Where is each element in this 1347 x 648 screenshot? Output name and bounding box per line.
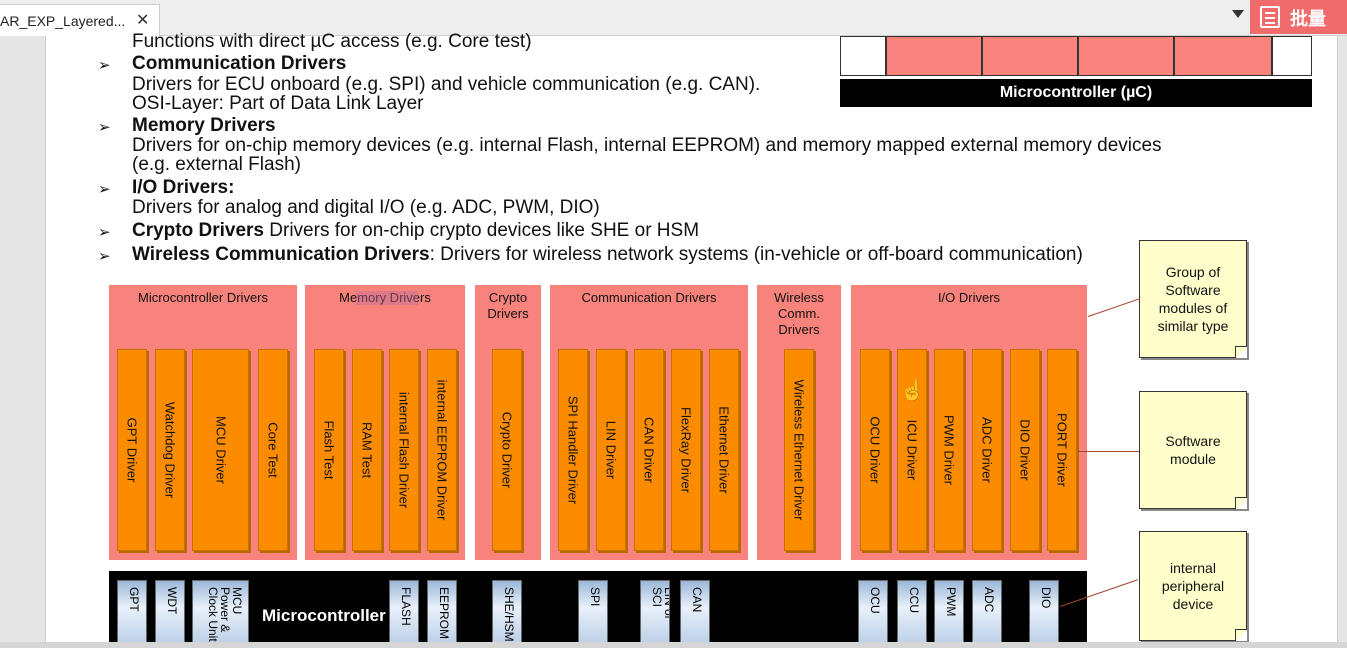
group-title: I/O Drivers (937, 290, 1001, 305)
hw-she-hsm: SHE/HSM (492, 580, 522, 648)
module-gpt-driver[interactable]: GPT Driver (117, 349, 147, 551)
bullet-icon: ➢ (98, 119, 111, 136)
module-can-driver[interactable]: CAN Driver (634, 349, 664, 551)
chip-cell (886, 36, 982, 76)
group-title: Wireless Comm. Drivers (774, 290, 824, 337)
item-desc: : Drivers for wireless network systems (… (429, 244, 1083, 265)
chip-cell (840, 36, 886, 76)
hand-cursor-icon: ☝ (900, 380, 925, 402)
hw-can: CAN (680, 580, 710, 648)
legend-note-peripheral: internal peripheral device (1139, 531, 1247, 641)
hw-adc: ADC (972, 580, 1002, 648)
chevron-down-icon[interactable] (1232, 10, 1244, 18)
batch-label: 批量 (1290, 9, 1326, 29)
group-title: Communication Drivers (581, 290, 717, 305)
bullet-icon: ➢ (98, 57, 111, 74)
hw-spi: SPI (578, 580, 608, 648)
hw-ocu: OCU (858, 580, 888, 648)
close-icon[interactable]: ✕ (136, 12, 150, 29)
connector-line (1078, 451, 1139, 452)
hw-lin-sci: LIN or SCI (640, 580, 670, 648)
hw-pwm: PWM (934, 580, 964, 648)
hw-ccu: CCU (897, 580, 927, 648)
item-desc: Drivers for on-chip crypto devices like … (264, 220, 700, 241)
hw-mcu-power-clock: MCU Power & Clock Unit (192, 580, 249, 648)
hw-flash: FLASH (389, 580, 419, 648)
module-flash-test[interactable]: Flash Test (314, 349, 344, 551)
hw-gpt: GPT (117, 580, 147, 648)
legend-note-group: Group of Software modules of similar typ… (1139, 240, 1247, 358)
item-title: I/O Drivers: (132, 177, 235, 198)
batch-button[interactable]: 批量 (1250, 0, 1347, 34)
module-wireless-ethernet-driver[interactable]: Wireless Ethernet Driver (784, 349, 814, 551)
tab-title: AR_EXP_Layered... (0, 13, 126, 29)
group-title: Microcontroller Drivers (137, 290, 269, 305)
microcontroller-bar: Microcontroller (µC) (840, 79, 1312, 107)
module-dio-driver[interactable]: DIO Driver (1010, 349, 1040, 551)
item-title: Communication Drivers (132, 53, 347, 74)
module-watchdog-driver[interactable]: Watchdog Driver (155, 349, 185, 551)
module-internal-flash-driver[interactable]: internal Flash Driver (389, 349, 419, 551)
item-desc: Drivers for on-chip memory devices (e.g.… (132, 135, 1162, 156)
tab-bar: AR_EXP_Layered... ✕ 批量 (0, 0, 1347, 36)
document-tab[interactable]: AR_EXP_Layered... ✕ (0, 4, 160, 36)
module-spi-handler-driver[interactable]: SPI Handler Driver (558, 349, 588, 551)
module-pwm-driver[interactable]: PWM Driver (934, 349, 964, 551)
legend-note-module: Software module (1139, 391, 1247, 509)
chip-cell (1174, 36, 1272, 76)
text-highlight (356, 291, 418, 305)
bullet-icon: ➢ (98, 181, 111, 198)
module-icu-driver[interactable]: ICU Driver (897, 349, 927, 551)
module-ocu-driver[interactable]: OCU Driver (860, 349, 890, 551)
module-ram-test[interactable]: RAM Test (352, 349, 382, 551)
item-desc: Drivers for ECU onboard (e.g. SPI) and v… (132, 74, 761, 95)
chip-cell (1272, 36, 1312, 76)
bottom-scrollbar[interactable] (0, 642, 1347, 648)
intro-line: Functions with direct µC access (e.g. Co… (132, 31, 532, 52)
chip-cell (1078, 36, 1174, 76)
hw-eeprom: EEPROM (427, 580, 457, 648)
item-line: Wireless Communication Drivers: Drivers … (132, 245, 1083, 265)
item-title: Wireless Communication Drivers (132, 244, 430, 265)
module-core-test[interactable]: Core Test (258, 349, 288, 551)
group-title: Crypto Drivers (487, 290, 529, 321)
module-ethernet-driver[interactable]: Ethernet Driver (709, 349, 739, 551)
module-port-driver[interactable]: PORT Driver (1047, 349, 1077, 551)
item-desc: Drivers for analog and digital I/O (e.g.… (132, 197, 600, 218)
item-line: Crypto Drivers Drivers for on-chip crypt… (132, 221, 699, 241)
item-desc: (e.g. external Flash) (132, 154, 301, 175)
module-crypto-driver[interactable]: Crypto Driver (492, 349, 522, 551)
chip-cell (982, 36, 1078, 76)
group-title: Memory Drivers (339, 290, 431, 305)
module-internal-eeprom-driver[interactable]: internal EEPROM Driver (427, 349, 457, 551)
bullet-icon: ➢ (98, 224, 111, 241)
hw-label: Microcontroller (262, 606, 386, 625)
item-title: Memory Drivers (132, 115, 276, 136)
hw-dio: DIO (1029, 580, 1059, 648)
module-mcu-driver[interactable]: MCU Driver (192, 349, 249, 551)
module-flexray-driver[interactable]: FlexRay Driver (671, 349, 701, 551)
document-icon (1260, 6, 1280, 28)
bullet-icon: ➢ (98, 248, 111, 265)
module-adc-driver[interactable]: ADC Driver (972, 349, 1002, 551)
module-lin-driver[interactable]: LIN Driver (596, 349, 626, 551)
hw-wdt: WDT (155, 580, 185, 648)
item-desc: OSI-Layer: Part of Data Link Layer (132, 93, 424, 114)
item-title: Crypto Drivers (132, 220, 264, 241)
